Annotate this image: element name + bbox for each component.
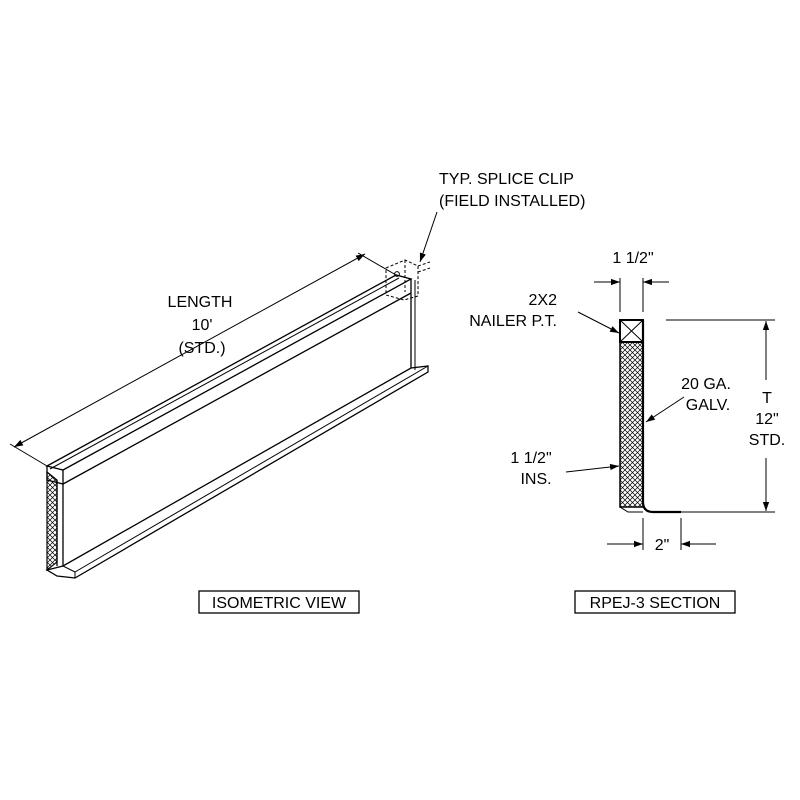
isometric-title: ISOMETRIC VIEW xyxy=(212,595,347,612)
ins-label-2: INS. xyxy=(520,471,551,488)
insulation-hatch xyxy=(619,341,644,508)
galv-channel xyxy=(641,320,681,514)
splice-clip-label-2: (FIELD INSTALLED) xyxy=(439,193,585,210)
galv-label-1: 20 GA. xyxy=(681,376,731,393)
length-value: 10' xyxy=(192,317,213,334)
section-title-box xyxy=(574,590,736,614)
nailer-label-1: 2X2 xyxy=(529,292,558,309)
height-t-label: T xyxy=(762,390,772,407)
section-title: RPEJ-3 SECTION xyxy=(590,595,721,612)
height-std-label: STD. xyxy=(749,432,785,449)
splice-clip xyxy=(385,259,431,301)
isometric-beam xyxy=(45,259,431,579)
nailer-label-2: NAILER P.T. xyxy=(469,313,557,330)
top-dimension xyxy=(594,278,669,312)
top-dimension-label: 1 1/2" xyxy=(612,250,653,267)
bottom-dimension xyxy=(607,518,716,550)
ins-label-1: 1 1/2" xyxy=(510,450,551,467)
galv-label-2: GALV. xyxy=(686,397,730,414)
rpej-3-section: 1 1/2" 2X2 NAILER P.T. 20 GA. GALV. 1 1/… xyxy=(469,250,785,614)
bottom-dimension-label: 2" xyxy=(655,537,670,554)
insulation-end-hatch xyxy=(46,470,58,572)
splice-clip-label-1: TYP. SPLICE CLIP xyxy=(439,171,574,188)
splice-leader xyxy=(419,211,438,263)
length-dimension xyxy=(9,252,397,467)
isometric-view: LENGTH 10' (STD.) TYP. SPLICE CLIP (FIEL… xyxy=(9,171,585,614)
height-value-label: 12" xyxy=(755,411,778,428)
isometric-title-box xyxy=(198,590,360,614)
length-std: (STD.) xyxy=(178,340,225,357)
height-dimension xyxy=(666,319,775,513)
length-label: LENGTH xyxy=(168,294,233,311)
